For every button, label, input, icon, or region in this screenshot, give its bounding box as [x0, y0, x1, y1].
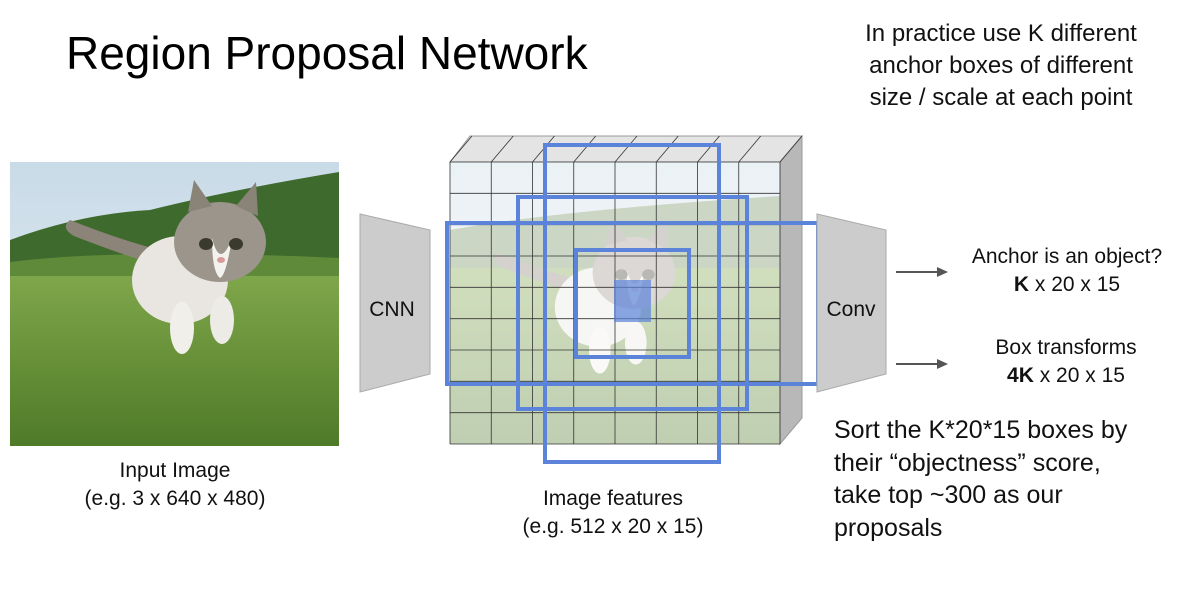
features-caption-dims: (e.g. 512 x 20 x 15): [490, 513, 736, 541]
output-box-title: Box transforms: [958, 334, 1174, 362]
sort-note-line: their “objectness” score,: [834, 447, 1174, 480]
output-anchor-k: K: [1014, 273, 1029, 296]
input-caption-dims: (e.g. 3 x 640 x 480): [52, 485, 298, 513]
cnn-label: CNN: [369, 298, 415, 321]
arrow-box: [896, 359, 948, 369]
input-image: [10, 162, 339, 446]
output-box-shape: 4K x 20 x 15: [958, 362, 1174, 390]
output-anchor-shape: K x 20 x 15: [948, 271, 1186, 299]
output-box-dims: x 20 x 15: [1034, 364, 1125, 387]
sort-note: Sort the K*20*15 boxes by their “objectn…: [834, 414, 1174, 544]
output-box-transforms: Box transforms 4K x 20 x 15: [958, 334, 1174, 390]
output-anchor-title: Anchor is an object?: [948, 243, 1186, 271]
output-anchor-dims: x 20 x 15: [1029, 273, 1120, 296]
sort-note-line: Sort the K*20*15 boxes by: [834, 414, 1174, 447]
sort-note-line: proposals: [834, 512, 1174, 545]
input-caption-title: Input Image: [52, 457, 298, 485]
output-box-4k: 4K: [1007, 364, 1034, 387]
output-anchor-objectness: Anchor is an object? K x 20 x 15: [948, 243, 1186, 299]
anchor-center-cell: [614, 280, 651, 322]
arrow-anchor: [896, 267, 948, 277]
features-caption-title: Image features: [490, 485, 736, 513]
input-caption: Input Image (e.g. 3 x 640 x 480): [52, 457, 298, 513]
conv-label: Conv: [826, 298, 876, 321]
sort-note-line: take top ~300 as our: [834, 479, 1174, 512]
features-caption: Image features (e.g. 512 x 20 x 15): [490, 485, 736, 541]
